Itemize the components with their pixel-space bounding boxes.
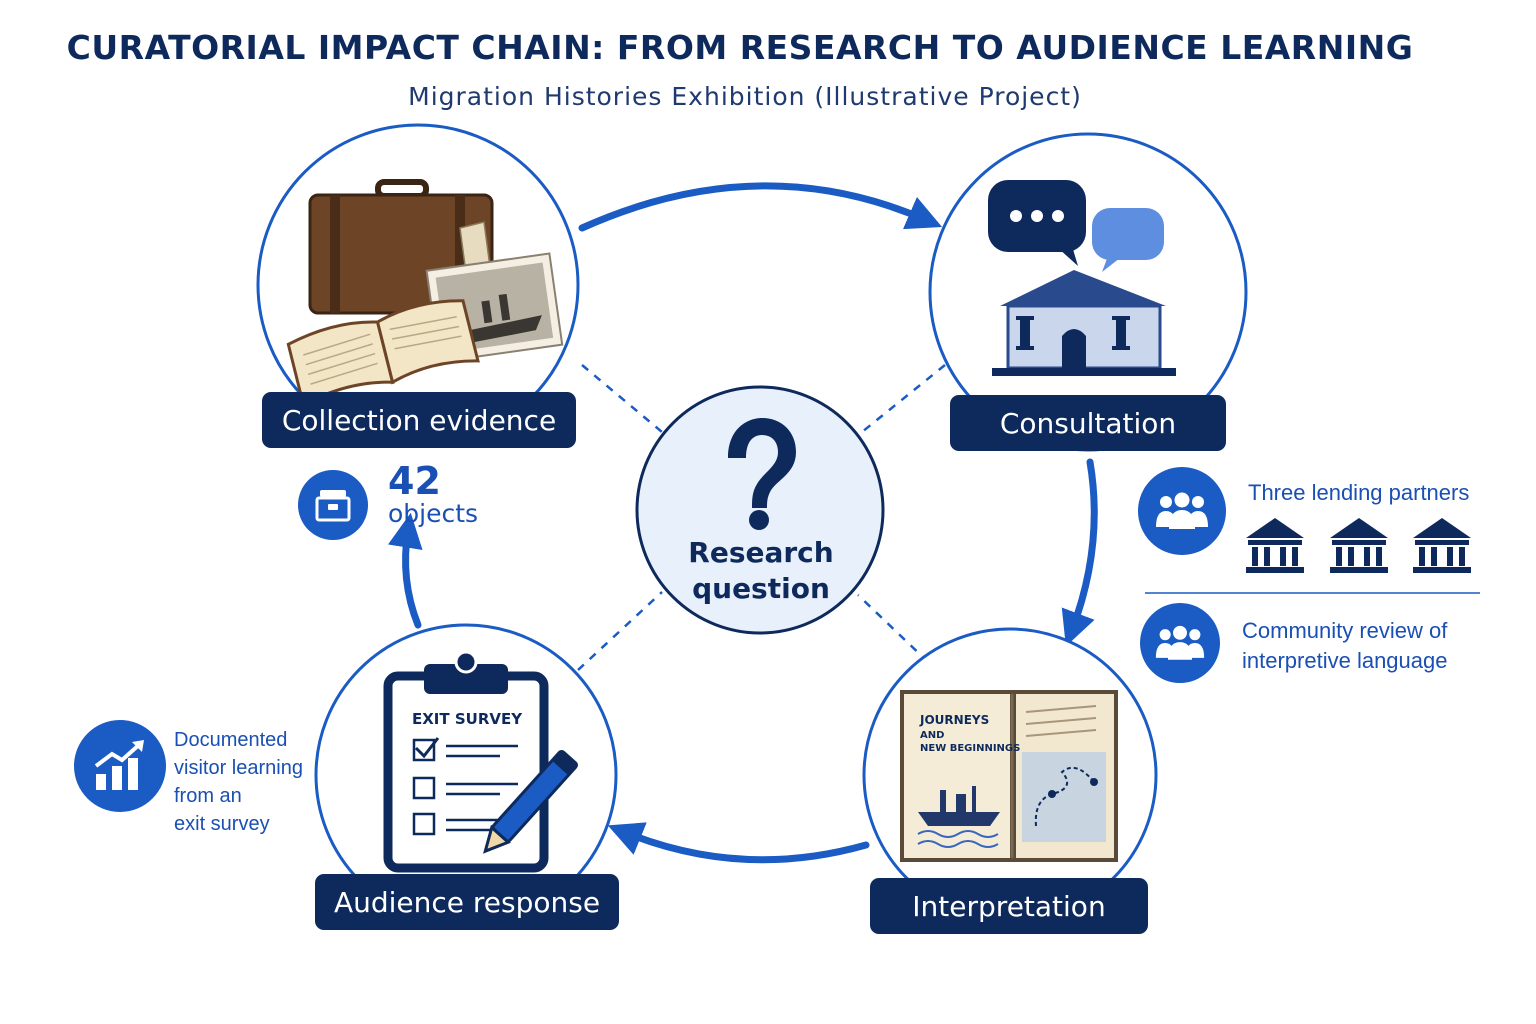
institution-icon-2 <box>1330 518 1388 573</box>
objects-unit: objects <box>388 499 479 528</box>
dashed-connectors <box>577 364 946 671</box>
speech-bubbles-museum-icon <box>988 180 1176 376</box>
center-circle <box>635 385 885 635</box>
page-title: CURATORIAL IMPACT CHAIN: FROM RESEARCH T… <box>66 28 1414 67</box>
community-text: Community review of interpretive languag… <box>1242 616 1447 676</box>
flow-arrows <box>387 182 1098 864</box>
clipboard-survey-icon: EXIT SURVEY <box>383 650 578 873</box>
connector-interpretation <box>857 594 929 663</box>
connector-collection <box>581 364 663 433</box>
objects-callout: 42 objects <box>388 462 518 528</box>
page-subtitle: Migration Histories Exhibition (Illustra… <box>408 82 1082 111</box>
institution-icons <box>1246 518 1471 573</box>
community-line1: Community review of <box>1242 618 1448 643</box>
institution-icon-3 <box>1413 518 1471 573</box>
connector-audience <box>577 591 663 671</box>
connector-consultation <box>861 364 946 433</box>
center-label: Research question <box>637 535 885 607</box>
people-group-icon <box>1138 467 1226 555</box>
learning-line2: visitor learning <box>174 757 303 779</box>
stage-label-consultation: Consultation <box>950 395 1226 451</box>
arrow-consultation-to-interpretation <box>1061 458 1098 647</box>
community-line2: interpretive language <box>1242 648 1448 673</box>
survey-title: EXIT SURVEY <box>412 710 523 728</box>
archive-box-icon <box>298 470 368 540</box>
learning-line3: from an <box>174 785 242 807</box>
partners-text: Three lending partners <box>1248 480 1470 505</box>
stage-label-collection: Collection evidence <box>262 392 576 448</box>
question-mark-icon <box>728 418 796 530</box>
stage-label-audience: Audience response <box>315 874 619 930</box>
suitcase-and-photo-icon <box>286 179 564 407</box>
learning-text: Documented visitor learning from an exit… <box>174 726 303 838</box>
arrow-audience-to-collection <box>387 512 423 629</box>
book-title-line2: AND <box>920 730 944 741</box>
center-label-line2: question <box>692 572 830 605</box>
stage-label-interpretation: Interpretation <box>870 878 1148 934</box>
book-title-line3: NEW BEGINNINGS <box>920 743 1020 754</box>
people-group-icon <box>1140 603 1220 683</box>
learning-line4: exit survey <box>174 813 270 835</box>
arrow-interpretation-to-audience <box>607 822 870 864</box>
center-label-line1: Research <box>688 536 834 569</box>
institution-icon-1 <box>1246 518 1304 573</box>
book-title-line1: JOURNEYS <box>919 713 989 727</box>
growth-chart-icon <box>74 720 166 812</box>
learning-line1: Documented <box>174 729 288 751</box>
arrow-collection-to-consultation <box>578 182 943 232</box>
open-book-icon: JOURNEYS AND NEW BEGINNINGS <box>900 690 1118 862</box>
objects-count: 42 <box>388 459 441 503</box>
